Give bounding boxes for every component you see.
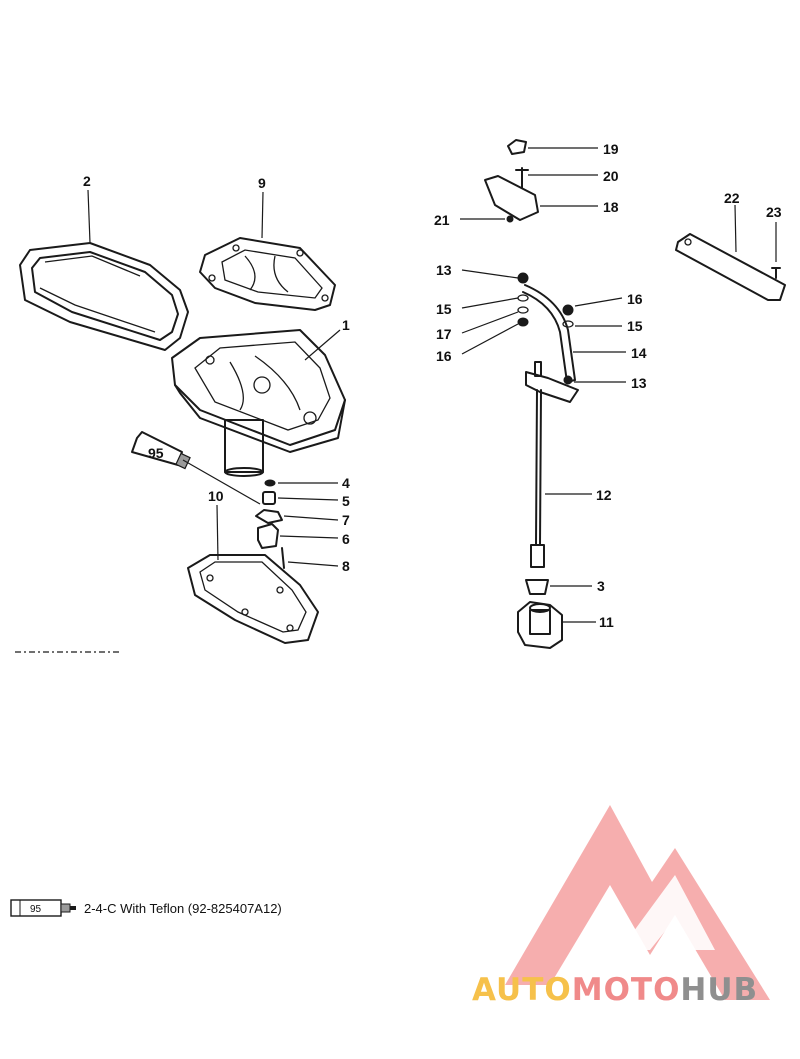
callout-6: 6 [342, 531, 350, 547]
tube-label: 95 [148, 445, 164, 461]
callout-13-lower: 13 [631, 375, 647, 391]
callout-1: 1 [342, 317, 350, 333]
callout-11: 11 [599, 614, 614, 630]
callout-2: 2 [83, 173, 91, 189]
callout-18: 18 [603, 199, 619, 215]
wordmark-hub: HUB [680, 972, 759, 1008]
callout-7: 7 [342, 512, 350, 528]
callout-15-right: 15 [627, 318, 643, 334]
part-22-bar [675, 233, 786, 301]
callout-3: 3 [597, 578, 605, 594]
sealant-legend: 95 2-4-C With Teflon (92-825407A12) [10, 894, 282, 922]
left-washer-stack [517, 272, 529, 327]
part-17-washer [517, 306, 529, 314]
part-13-lower [563, 375, 573, 385]
wordmark-auto: AUTO [472, 972, 572, 1008]
part-15-right [562, 320, 574, 328]
part-4-washer [264, 479, 276, 487]
sealant-tube-95: 95 [131, 431, 191, 470]
sealant-tube-icon: 95 [10, 899, 76, 917]
legend-text: 2-4-C With Teflon (92-825407A12) [84, 900, 282, 916]
callout-12: 12 [596, 487, 612, 503]
watermark-wordmark: AUTOMOTOHUB [472, 972, 758, 1008]
part-14-link [522, 284, 576, 383]
part-6-bracket [257, 523, 279, 549]
part-8-screw [281, 547, 285, 569]
callout-16-right: 16 [627, 291, 643, 307]
callout-14: 14 [631, 345, 647, 361]
part-2-seal [19, 242, 189, 351]
callout-21: 21 [434, 212, 450, 228]
part-23-screw [771, 267, 781, 279]
callout-5: 5 [342, 493, 350, 509]
leader-lines [15, 147, 777, 653]
callout-8: 8 [342, 558, 350, 574]
callout-4: 4 [342, 475, 350, 491]
callout-23: 23 [766, 204, 782, 220]
part-7-clip [255, 509, 283, 524]
callout-labels: 1 2 3 4 5 6 7 8 9 10 11 12 13 13 14 15 1… [83, 141, 782, 630]
shift-bracket-group [484, 139, 539, 223]
part-10-gasket [187, 554, 319, 644]
callout-15-left: 15 [436, 301, 452, 317]
part-20-pin [515, 167, 529, 189]
wordmark-moto: MOTO [571, 972, 681, 1008]
part-1-adapter-plate [171, 329, 346, 477]
watermark-logo-icon [505, 805, 770, 1000]
callout-13-top: 13 [436, 262, 452, 278]
callout-16-left: 16 [436, 348, 452, 364]
callout-20: 20 [603, 168, 619, 184]
part-21-nut [506, 215, 514, 223]
part-11-housing [517, 601, 563, 649]
part-19-clip [507, 139, 527, 155]
part-16-nut [517, 317, 529, 327]
small-parts-stack [255, 479, 285, 569]
part-3-bushing [525, 579, 549, 595]
callout-17: 17 [436, 326, 452, 342]
part-18-bracket [484, 175, 539, 221]
part-15-washer [517, 294, 529, 302]
part-16-right [562, 304, 574, 316]
callout-22: 22 [724, 190, 740, 206]
part-5-bushing [262, 491, 276, 505]
callout-19: 19 [603, 141, 619, 157]
callout-9: 9 [258, 175, 266, 191]
callout-10: 10 [208, 488, 224, 504]
legend-tube-label: 95 [30, 904, 42, 915]
part-12-shift-shaft [525, 361, 579, 568]
part-13-nut [517, 272, 529, 284]
part-9-gasket [199, 237, 336, 311]
